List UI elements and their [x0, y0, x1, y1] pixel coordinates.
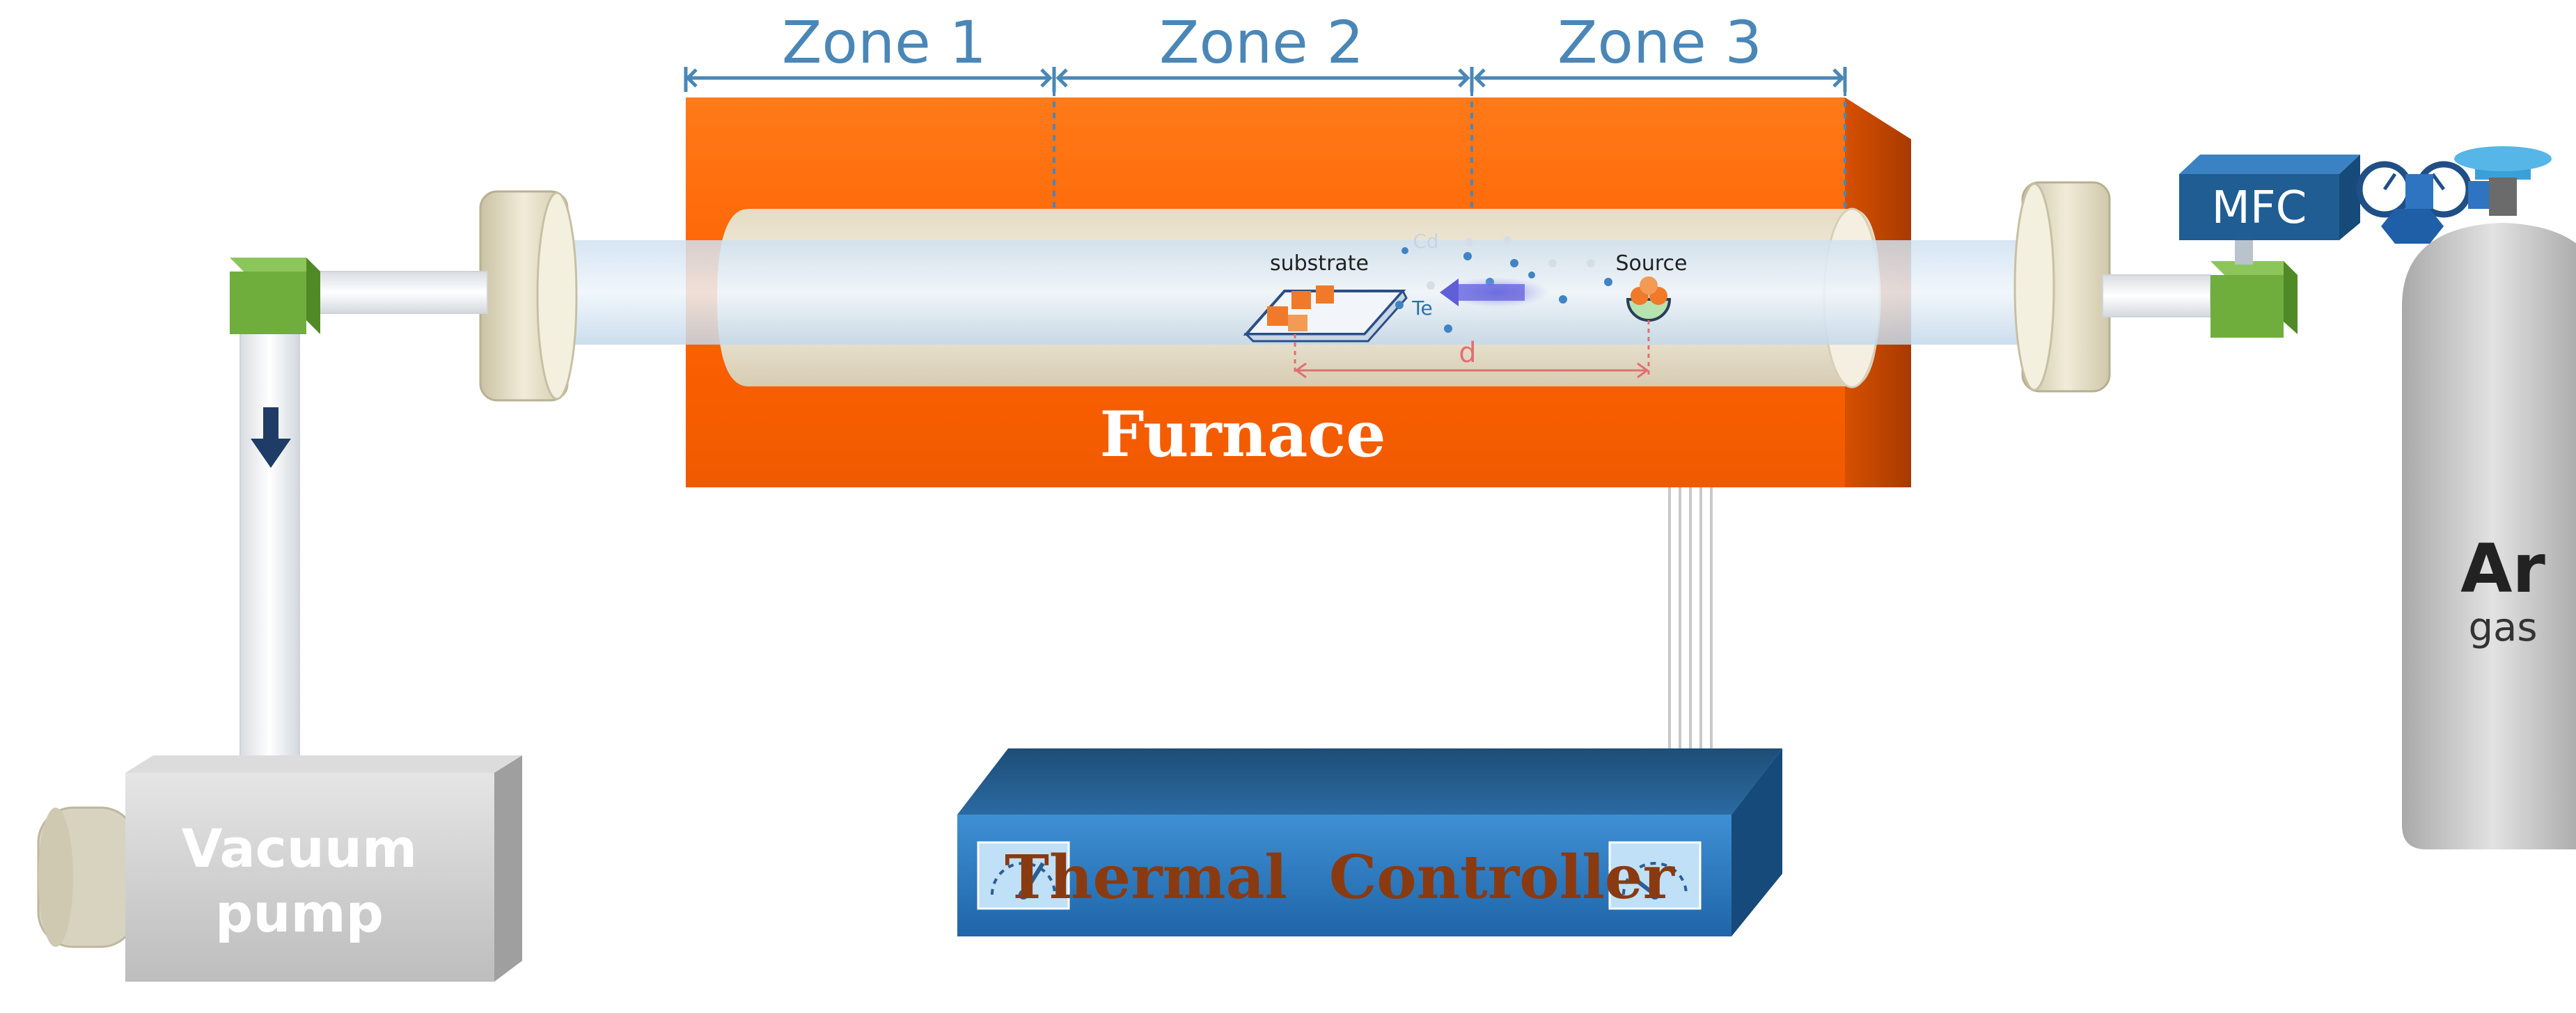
zone-1-label: Zone 1	[782, 8, 987, 77]
exhaust-pipe-horizontal	[306, 271, 488, 314]
gas-cylinder: Ar gas	[2402, 146, 2576, 849]
gas-label-ar: Ar	[2460, 530, 2545, 608]
substrate: substrate	[1243, 251, 1408, 343]
left-connector	[230, 258, 320, 334]
species-te-label: Te	[1411, 297, 1433, 320]
exhaust-pipe-vertical	[239, 323, 300, 791]
distance-marker	[1294, 320, 1650, 379]
vacuum-pump: Vacuum pump	[37, 755, 522, 982]
right-gauge-icon	[1608, 841, 1702, 910]
gas-pipe-horizontal	[2102, 274, 2211, 317]
right-connector	[2210, 261, 2298, 338]
distance-label: d	[1459, 337, 1476, 369]
species-cd-label: Cd	[1413, 230, 1438, 253]
thermal-controller-label: Thermal Controller	[1005, 842, 1676, 913]
right-flange	[2013, 181, 2111, 393]
substrate-label: substrate	[1270, 251, 1369, 276]
down-arrow-icon	[251, 407, 291, 468]
pressure-regulator-icon	[2356, 161, 2496, 244]
zone-3-label: Zone 3	[1557, 8, 1762, 77]
mfc-label: MFC	[2212, 182, 2307, 234]
zone-dimensions	[684, 67, 1847, 92]
left-flange	[479, 190, 578, 402]
source-label: Source	[1615, 251, 1687, 276]
vacuum-pump-label-line1: Vacuum	[182, 817, 417, 879]
source-boat: Source	[1615, 251, 1688, 322]
vapor-flow-arrow-icon	[1440, 277, 1549, 308]
furnace-label: Furnace	[1100, 398, 1386, 471]
vapor-species: Cd Te	[1395, 230, 1612, 333]
controller-wires	[1668, 487, 1713, 762]
left-gauge-icon	[977, 841, 1070, 910]
vacuum-pump-label-line2: pump	[215, 882, 384, 944]
mfc-box: MFC	[2179, 155, 2360, 240]
zone-2-label: Zone 2	[1159, 8, 1364, 77]
gas-label-gas: gas	[2468, 605, 2537, 650]
thermal-controller: Thermal Controller	[957, 748, 1782, 936]
